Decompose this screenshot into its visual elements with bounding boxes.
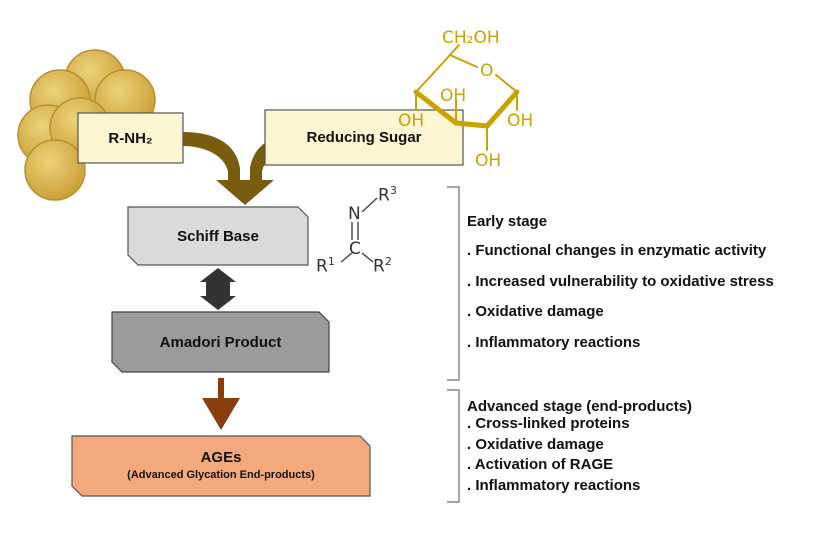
- schiff-r1-label: R1: [316, 255, 335, 277]
- schiff-nitrogen: N: [348, 204, 361, 224]
- list-item: . Inflammatory reactions: [467, 333, 641, 351]
- ages-label-group: AGEs (Advanced Glycation End-products): [72, 436, 370, 496]
- amadori-label: Amadori Product: [159, 333, 282, 351]
- schiff-structure-icon: [340, 197, 378, 263]
- schiff-r3-label: R3: [378, 184, 397, 206]
- list-item: . Inflammatory reactions: [467, 476, 641, 494]
- sugar-label: Reducing Sugar: [306, 129, 422, 146]
- schiff-base-label: Schiff Base: [177, 227, 259, 245]
- glucose-oh-label: OH: [475, 151, 502, 171]
- glucose-structure-icon: [413, 44, 520, 151]
- glucose-oh-label: OH: [398, 111, 425, 131]
- sugar-box: [264, 109, 464, 166]
- glucose-oh-label: OH: [507, 111, 534, 131]
- glucose-ring-oxygen: O: [480, 61, 494, 81]
- early-stage-heading: Early stage: [467, 213, 548, 230]
- ages-title: AGEs: [200, 449, 242, 466]
- early-stage-list: . Functional changes in enzymatic activi…: [467, 236, 774, 358]
- advanced-stage-heading: Advanced stage (end-products): [467, 398, 693, 415]
- list-item: . Activation of RAGE: [467, 456, 614, 473]
- ages-subtitle: (Advanced Glycation End-products): [127, 469, 315, 481]
- schiff-base-box: [127, 206, 309, 266]
- down-arrow-icon: [202, 378, 240, 430]
- list-item: . Oxidative damage: [467, 303, 604, 320]
- ages-box: [71, 435, 371, 497]
- amadori-box: [111, 311, 330, 373]
- list-item: . Cross-linked proteins: [467, 415, 630, 432]
- advanced-stage-list: . Cross-linked proteins . Oxidative dama…: [467, 414, 640, 496]
- list-item: . Oxidative damage: [467, 435, 604, 453]
- reversible-arrow-icon: [200, 268, 236, 310]
- amine-box: [77, 112, 184, 164]
- schiff-r2-label: R2: [373, 255, 392, 277]
- early-stage-bracket: [447, 186, 460, 381]
- amine-label: R-NH₂: [108, 129, 153, 147]
- schiff-carbon: C: [349, 239, 361, 259]
- list-item: . Increased vulnerability to oxidative s…: [467, 272, 774, 290]
- glucose-oh-label: OH: [440, 86, 467, 106]
- glucose-ch2oh-label: CH₂OH: [442, 28, 500, 48]
- advanced-stage-bracket: [447, 389, 460, 503]
- list-item: . Functional changes in enzymatic activi…: [467, 242, 767, 259]
